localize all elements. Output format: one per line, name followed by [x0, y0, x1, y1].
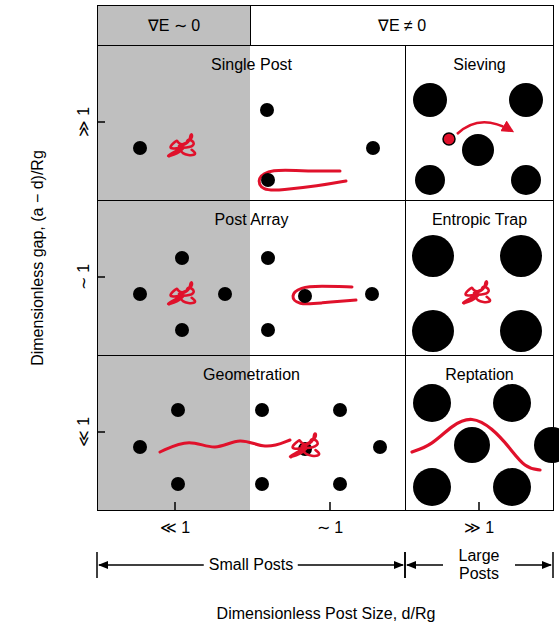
post	[493, 384, 531, 422]
bracket-end	[96, 552, 98, 578]
post	[171, 403, 185, 417]
tick-label: ∼ 1	[75, 264, 93, 290]
post	[373, 440, 387, 454]
post	[412, 235, 454, 277]
regime-title: Reptation	[443, 366, 516, 384]
regime-cell: Geometration	[97, 355, 406, 511]
post	[511, 165, 541, 195]
bracket-end	[404, 552, 406, 578]
bracket-label: Large Posts	[443, 547, 515, 584]
header-text: ∇E ≠ 0	[376, 16, 428, 35]
post	[413, 83, 447, 117]
tick-label: ∼ 1	[317, 519, 343, 537]
post	[260, 103, 274, 117]
bracket-end	[404, 552, 406, 578]
tick-mark	[329, 502, 331, 510]
tick-label: ≫ 1	[75, 107, 93, 137]
polymer-chain	[259, 170, 346, 190]
regime-cell: Reptation	[405, 355, 554, 511]
post	[412, 310, 454, 352]
gray-region	[97, 45, 250, 510]
polymer-coil	[168, 282, 195, 304]
regime-title: Post Array	[213, 211, 291, 229]
post	[365, 287, 379, 301]
regime-cell: Post Array	[97, 200, 406, 356]
bracket-label: Small Posts	[204, 556, 298, 574]
post	[255, 403, 269, 417]
regime-title: Entropic Trap	[430, 211, 529, 229]
post	[413, 468, 451, 506]
post	[415, 165, 445, 195]
post	[261, 173, 275, 187]
tick-mark	[97, 276, 105, 278]
post	[261, 323, 275, 337]
post	[255, 477, 269, 491]
polymer-chain	[160, 440, 290, 452]
post	[133, 440, 147, 454]
regime-cell: Sieving	[405, 45, 554, 201]
post	[366, 141, 380, 155]
axis-title: Dimensionless gap, (a − d)/Rg	[29, 150, 47, 366]
header-text: ∇E ∼ 0	[146, 16, 202, 35]
tick-mark	[478, 502, 480, 510]
polymer-coil	[290, 433, 319, 457]
polymer-chain	[412, 419, 540, 470]
post	[171, 477, 185, 491]
particle	[443, 133, 455, 145]
tick-label: ≪ 1	[75, 417, 93, 447]
post	[261, 251, 275, 265]
header-band: ∇E ≠ 0	[250, 5, 554, 46]
post	[218, 287, 232, 301]
post	[333, 477, 347, 491]
post	[462, 134, 494, 166]
post	[534, 427, 559, 463]
bracket-end	[552, 552, 554, 578]
tick-mark	[174, 502, 176, 510]
sieving-arrow	[457, 122, 512, 134]
post	[500, 310, 542, 352]
regime-title: Geometration	[201, 366, 302, 384]
tick-label: ≫ 1	[464, 519, 494, 537]
tick-label: ≪ 1	[160, 519, 190, 537]
tick-mark	[97, 431, 105, 433]
polymer-chain	[293, 286, 356, 303]
post	[175, 323, 189, 337]
post	[500, 235, 542, 277]
polymer-coil	[168, 134, 195, 156]
regime-title: Single Post	[209, 56, 294, 74]
regime-cell: Entropic Trap	[405, 200, 554, 356]
post	[333, 403, 347, 417]
post	[175, 251, 189, 265]
tick-mark	[97, 121, 105, 123]
post	[133, 287, 147, 301]
regime-cell: Single Post	[97, 45, 406, 201]
post	[298, 289, 312, 303]
polymer-coil	[463, 281, 490, 303]
post	[509, 83, 543, 117]
axis-title: Dimensionless Post Size, d/Rg	[217, 605, 436, 623]
post	[454, 427, 490, 463]
regime-title: Sieving	[451, 56, 507, 74]
post	[133, 141, 147, 155]
post	[413, 384, 451, 422]
post	[493, 468, 531, 506]
header-band: ∇E ∼ 0	[97, 5, 251, 46]
